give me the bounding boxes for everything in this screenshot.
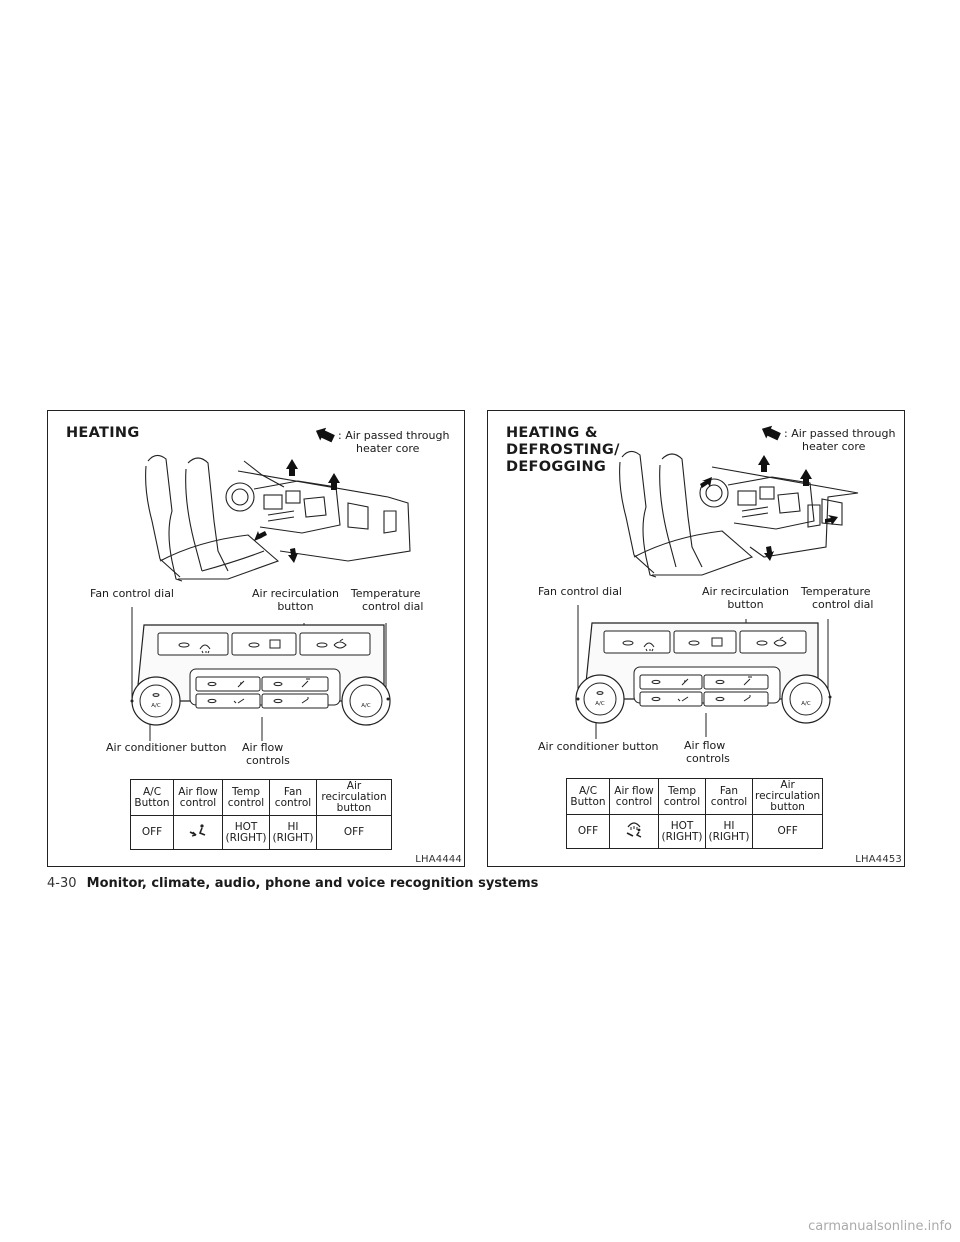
ac-mark: A/C xyxy=(595,701,605,707)
page-footer: 4-30 Monitor, climate, audio, phone and … xyxy=(47,876,538,892)
ac-mark: A/C xyxy=(361,703,371,709)
air-flow-value xyxy=(609,814,659,849)
watermark: carmanualsonline.info xyxy=(808,1219,952,1234)
foot-vent-icon xyxy=(189,824,206,837)
recirculation-value: OFF xyxy=(751,814,824,849)
page-number: 4-30 xyxy=(47,876,77,891)
heating-defrosting-figure-panel: HEATING & DEFROSTING/ DEFOGGING : Air pa… xyxy=(487,410,905,867)
title-line: DEFROSTING/ xyxy=(506,442,620,458)
air-flow-arrows xyxy=(700,455,838,561)
heating-figure-panel: HEATING : Air passed through heater core xyxy=(47,410,465,867)
legend: : Air passed through heater core xyxy=(761,425,896,453)
fan-control-dial-label: Fan control dial xyxy=(538,585,622,598)
air-flow-arrow-icon xyxy=(315,427,335,443)
section-title: Monitor, climate, audio, phone and voice… xyxy=(86,876,539,891)
air-recirculation-button-label: Air recirculation button xyxy=(702,585,789,611)
fan-value: HI(RIGHT) xyxy=(705,814,753,849)
legend-line-2: heater core xyxy=(802,440,866,453)
climate-control-panel: A/C A/C xyxy=(575,622,832,724)
air-flow-arrows xyxy=(254,459,340,563)
temperature-control-dial-label: Temperature control dial xyxy=(350,587,424,613)
dashboard-drawing xyxy=(699,466,859,558)
air-flow-controls-label: Air flow controls xyxy=(684,739,730,765)
climate-control-panel: A/C A/C xyxy=(130,624,391,726)
recirculation-value: OFF xyxy=(316,815,392,850)
title-line: DEFOGGING xyxy=(506,459,607,475)
defrost-foot-vent-icon xyxy=(626,822,642,838)
air-conditioner-button-label: Air conditioner button xyxy=(106,741,227,754)
dashboard-drawing xyxy=(225,460,411,562)
title-line: HEATING xyxy=(66,425,140,441)
legend-line-1: : Air passed through xyxy=(784,427,896,440)
air-conditioner-button-label: Air conditioner button xyxy=(538,740,659,753)
temperature-control-dial-label: Temperature control dial xyxy=(800,585,874,611)
vehicle-interior-illustration: A/C A/C xyxy=(575,450,859,739)
legend: : Air passed through heater core xyxy=(315,427,450,455)
ac-mark: A/C xyxy=(801,701,811,707)
air-flow-controls-label: Air flow controls xyxy=(242,741,290,767)
figure-code: LHA4453 xyxy=(855,854,902,865)
figure-title: HEATING & DEFROSTING/ DEFOGGING xyxy=(506,425,620,476)
ac-value: OFF xyxy=(130,815,174,850)
vehicle-interior-illustration: A/C A/C xyxy=(130,454,411,741)
temp-value: HOT(RIGHT) xyxy=(222,815,270,850)
figure-code: LHA4444 xyxy=(415,854,462,865)
table-row: OFF HOT(RIGHT) HI(RIGHT) OFF xyxy=(566,814,824,849)
air-flow-arrow-icon xyxy=(761,425,781,441)
seats-drawing xyxy=(619,450,754,578)
fan-control-dial-label: Fan control dial xyxy=(90,587,174,600)
figure-title: HEATING xyxy=(66,425,140,442)
legend-line-2: heater core xyxy=(356,442,420,455)
ac-mark: A/C xyxy=(151,703,161,709)
ac-value: OFF xyxy=(566,814,610,849)
air-recirculation-button-label: Air recirculation button xyxy=(252,587,339,613)
table-row: OFF HOT(RIGHT) HI(RIGHT) OFF xyxy=(130,815,392,850)
seats-drawing xyxy=(145,454,280,582)
title-line: HEATING & xyxy=(506,425,598,441)
legend-line-1: : Air passed through xyxy=(338,429,450,442)
fan-value: HI(RIGHT) xyxy=(269,815,317,850)
air-flow-value xyxy=(173,815,223,850)
temp-value: HOT(RIGHT) xyxy=(658,814,706,849)
